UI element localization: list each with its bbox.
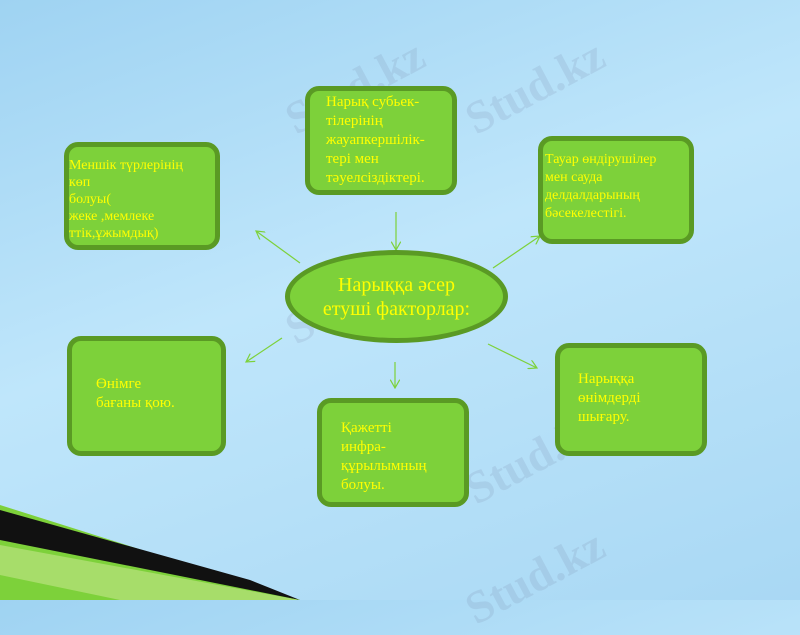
factor-box-market-release: Нарыққа өнімдерді шығару. (555, 343, 707, 456)
factor-label: Тауар өндірушілер мен сауда делдалдарыны… (545, 152, 657, 221)
corner-stripe-black (0, 510, 300, 600)
factor-label: Өнімге бағаны қою. (96, 376, 175, 411)
decoration-and-arrows (0, 212, 800, 600)
arrow (246, 337, 283, 362)
factor-box-infrastructure: Қажетті инфра- құрылымның болуы. (317, 398, 469, 507)
factor-box-ownership: Меншік түрлерінің көп болуы( жеке ,мемле… (64, 142, 220, 250)
factor-label: Нарық субьек- тілерінің жауапкершілік- т… (326, 94, 425, 186)
arrow (492, 236, 540, 269)
arrow (256, 231, 301, 264)
factor-label: Нарыққа өнімдерді шығару. (578, 371, 641, 425)
factor-box-responsibility: Нарық субьек- тілерінің жауапкершілік- т… (305, 86, 457, 195)
factor-label: Қажетті инфра- құрылымның болуы. (341, 420, 427, 493)
factor-box-competition: Тауар өндірушілер мен сауда делдалдарыны… (538, 136, 694, 244)
corner-stripe-light (0, 545, 300, 600)
factor-label: Меншік түрлерінің көп болуы( жеке ,мемле… (69, 158, 183, 241)
arrow (487, 343, 537, 368)
center-ellipse: Нарыққа әсер етуші факторлар: (285, 250, 508, 343)
factor-box-pricing: Өнімге бағаны қою. (67, 336, 226, 456)
